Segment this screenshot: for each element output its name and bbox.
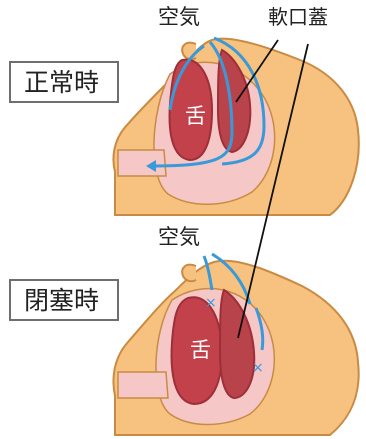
tongue-label-bottom: 舌: [190, 338, 211, 362]
air-label-top: 空気: [158, 5, 200, 29]
normal-airway-panel: 空気 軟口蓋 舌 正常時: [10, 5, 359, 215]
mouth-blocked: [118, 372, 168, 398]
normal-state-label: 正常時: [24, 68, 99, 97]
blocked-x-icon: ×: [252, 360, 264, 376]
blocked-x-icon: ×: [205, 295, 217, 311]
tongue-label-top: 舌: [185, 104, 206, 128]
blocked-state-label: 閉塞時: [24, 286, 99, 315]
mouth-normal: [118, 150, 166, 176]
soft-palate-label: 軟口蓋: [268, 5, 328, 29]
nose-blocked: [182, 265, 196, 281]
air-label-bottom: 空気: [158, 225, 200, 249]
